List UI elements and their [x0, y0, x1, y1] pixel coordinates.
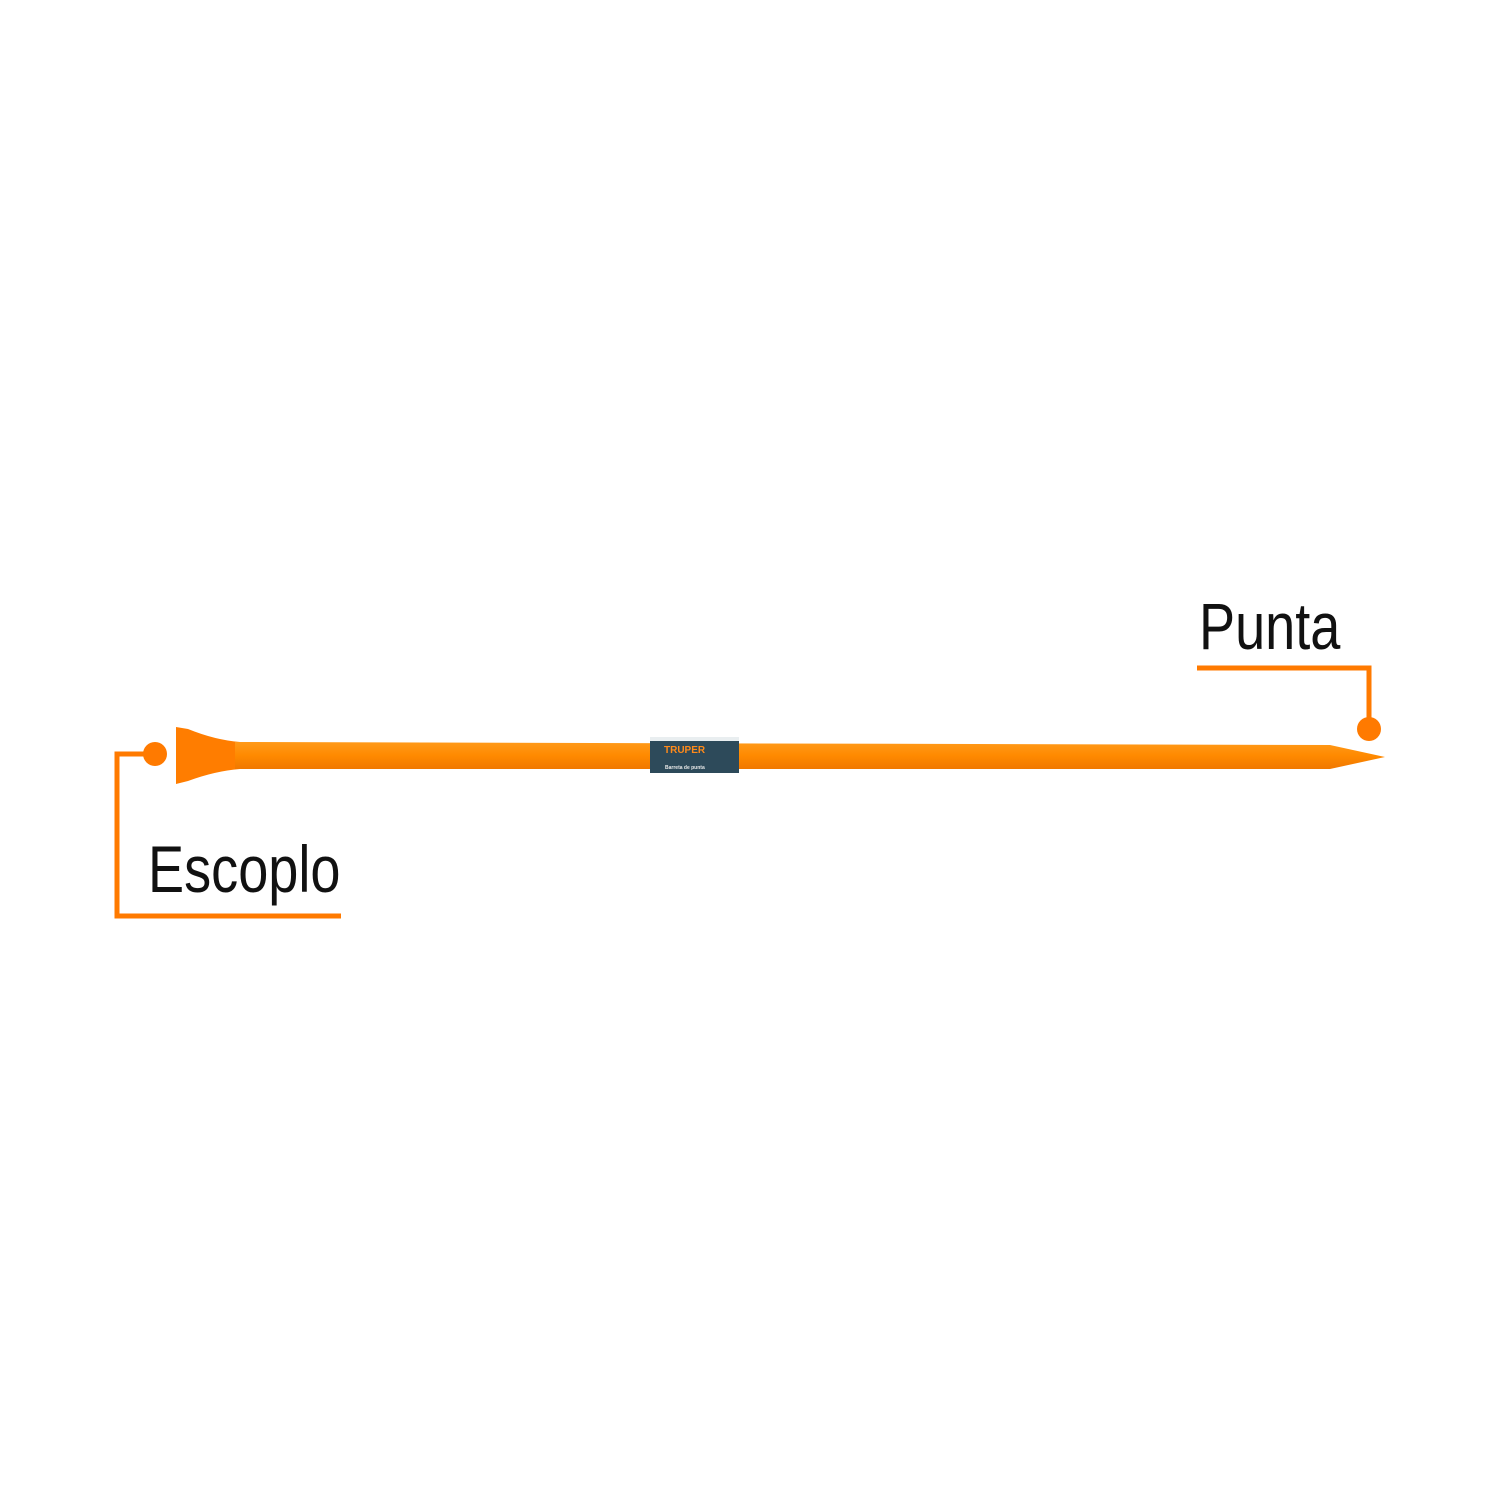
- callout-label-escoplo: Escoplo: [148, 832, 341, 906]
- callout-dot: [1357, 717, 1381, 741]
- brand-label-text: TRUPER: [664, 745, 706, 756]
- callout-escoplo: Escoplo: [114, 742, 341, 919]
- chisel-head: [176, 727, 240, 784]
- brand-label: TRUPER Barreta de punta: [650, 737, 739, 773]
- pry-bar: TRUPER Barreta de punta: [176, 727, 1385, 784]
- callout-dot: [143, 742, 167, 766]
- callout-punta: Punta: [1197, 589, 1381, 741]
- callout-label-punta: Punta: [1199, 589, 1341, 663]
- bar-shaft: [235, 742, 1385, 769]
- brand-label-subtitle: Barreta de punta: [665, 765, 705, 771]
